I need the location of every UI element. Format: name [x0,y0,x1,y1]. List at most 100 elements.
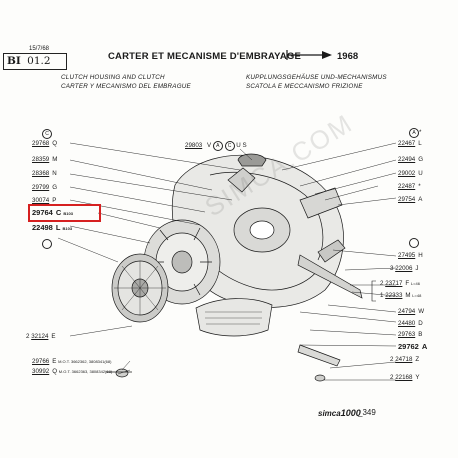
part-number: 29803 [185,142,203,149]
part-letter: D [418,320,423,327]
part-number: 28368 [32,170,50,177]
part-number: 28359 [32,156,50,163]
part-star: * [418,183,421,190]
part-quantity: 1 [380,292,384,299]
part-letter: P [52,197,57,204]
part-number: 29763 [398,331,416,338]
part-letter: B [418,331,423,338]
subtitle-italian: SCATOLA E MECCANISMO FRIZIONE [246,83,363,90]
highlight-box [28,204,101,222]
left-group-marker: C [42,122,52,140]
part-quantity: 2 [390,356,394,363]
section-code: 01.2 [27,55,51,67]
part-letter: M [52,156,58,163]
part-letter: F [405,280,410,287]
subtitle-german: KUPPLUNGSGEHÄUSE UND-MECHANISMUS [246,74,387,81]
section-reference-box: BI 01.2 [3,53,67,70]
part-quantity: 2 [390,374,394,381]
revision-date: 15/7/68 [29,46,50,52]
part-number: 30992 [32,368,50,375]
part-number: 22498 [32,223,53,232]
part-note: B103 [63,211,73,216]
part-letter: H [418,252,423,259]
part-number: 29762 [398,342,419,351]
title-arrow-icon [286,50,332,60]
part-letter: Q [52,140,58,147]
part-number: 29002 [398,170,416,177]
part-quantity: 2 [26,333,30,340]
circle-a-icon: A [212,141,223,151]
part-number: 23717 [385,280,403,287]
part-letter: E [51,333,56,340]
page-title: CARTER ET MECANISME D'EMBRAYAGE [108,51,302,62]
part-number: 29764 [32,208,53,217]
part-number: 29768 [32,140,50,147]
part-letter: L [418,140,422,147]
part-row: 22487* [398,183,421,190]
part-letter: U [418,170,423,177]
part-note: L=46 [410,281,420,286]
circle-c-icon: C [224,141,235,151]
part-number: 22168 [395,374,413,381]
part-letter: N [52,170,57,177]
part-letter: G [418,156,424,163]
left-group-marker [42,236,52,254]
part-note: B103 [62,226,73,231]
part-note: M.O.T. 3662363, 3808342(68) [58,369,113,374]
brand-name: simca [318,409,341,418]
circle-a-icon: A [409,128,419,138]
model-name: 1000 [340,408,361,418]
part-letter: M [405,292,411,299]
part-number: 29754 [398,196,416,203]
part-letter: Q [52,368,58,375]
marker-star: * [419,129,422,136]
part-number: 22467 [398,140,416,147]
part-number: 24480 [398,320,416,327]
subtitle-spanish: CARTER Y MECANISMO DEL EMBRAGUE [61,83,191,90]
part-letter: Y [415,374,420,381]
part-letter: A [418,196,423,203]
part-note: L=48 [412,293,422,298]
right-group-marker: A* [409,121,421,139]
circle-marker-icon [42,239,52,249]
part-number: 22487 [398,183,416,190]
subtitle-english: CLUTCH HOUSING AND CLUTCH [61,74,165,81]
part-number: 22333 [385,292,403,299]
part-quantity: 3 [390,265,394,272]
part-number: 24718 [395,356,413,363]
part-letter: E [52,358,57,365]
part-number: 29799 [32,184,50,191]
page-number: _349 [358,408,376,417]
part-letter: Z [415,356,420,363]
top-callout: 29803 V A C U S [185,141,247,151]
part-number: 27495 [398,252,416,259]
callout-suffix: U S [236,142,247,149]
part-number: 22006 [395,265,413,272]
part-number: 22494 [398,156,416,163]
part-number: 29766 [32,358,50,365]
right-group-marker [409,235,419,253]
part-letter: A [421,342,428,351]
part-letter: J [415,265,419,272]
